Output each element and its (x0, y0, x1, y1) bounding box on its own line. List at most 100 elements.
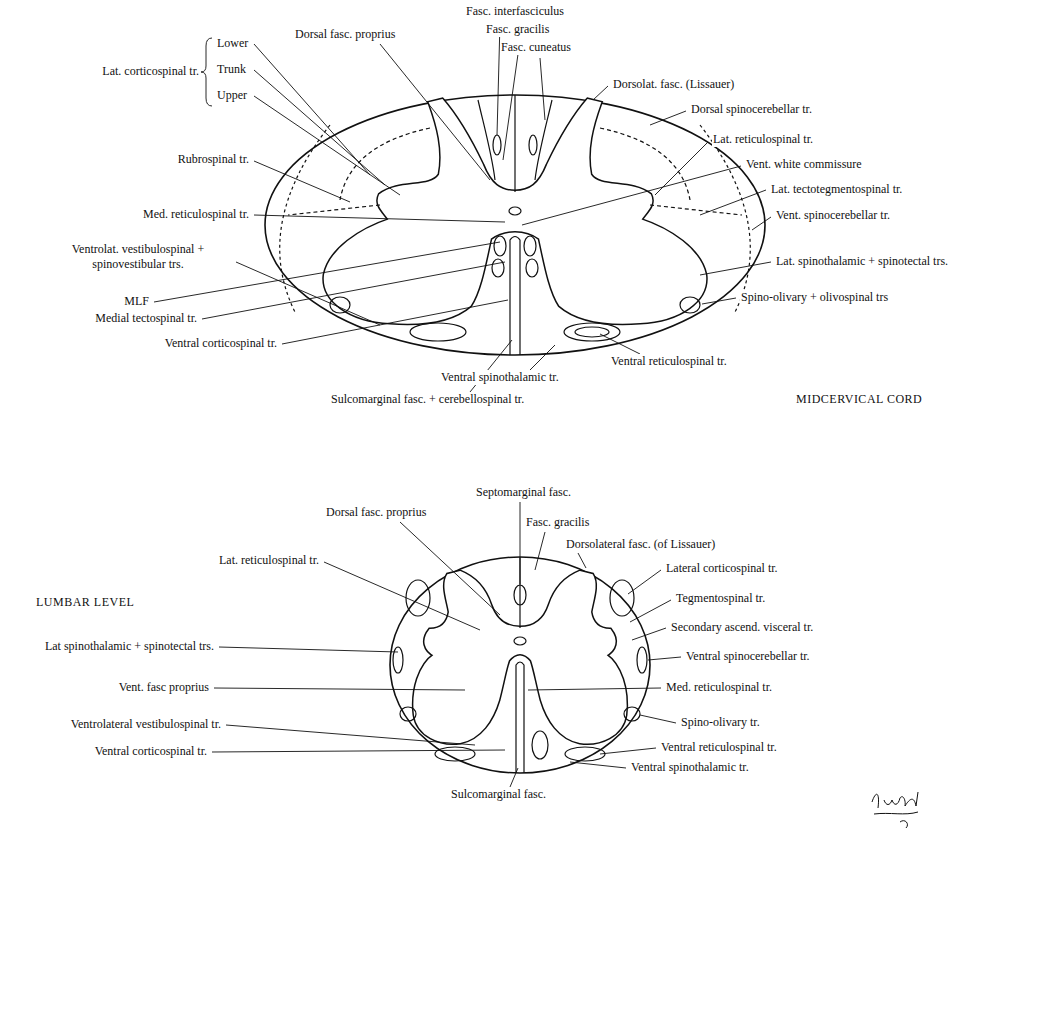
leader-line (570, 762, 626, 768)
gray-matter (325, 100, 515, 323)
leader-line (600, 748, 656, 754)
tract-label: Fasc. cuneatus (500, 40, 572, 55)
rubrospinal-boundary (288, 205, 380, 215)
leader-line (628, 570, 661, 594)
leader-line (520, 502, 521, 584)
tract-label: Fasc. gracilis (525, 515, 590, 530)
vestibulospinal-oval (400, 707, 416, 721)
ventral-fissure (510, 237, 520, 356)
gray-matter (515, 100, 705, 323)
tract-label: Vent. fasc proprius (118, 680, 210, 695)
central-canal (514, 637, 526, 645)
leader-line (540, 58, 545, 120)
interfascicular-oval (529, 135, 537, 155)
tract-label: Secondary ascend. visceral tr. (670, 620, 814, 635)
tract-label: Med. reticulospinal tr. (142, 207, 250, 222)
leader-line (214, 688, 465, 690)
leader-line (530, 345, 555, 370)
leader-line (702, 298, 736, 304)
leader-line (650, 111, 686, 125)
tract-label: Tegmentospinal tr. (675, 591, 766, 606)
leader-line (380, 44, 490, 180)
mlf-oval (524, 236, 536, 256)
leader-line (593, 86, 608, 100)
ventral-reticulospinal-oval (565, 747, 605, 761)
tract-label: Lat. reticulospinal tr. (218, 553, 320, 568)
ventral-oval (410, 323, 466, 341)
ventral-reticulospinal-oval (564, 323, 620, 341)
gray-matter-fill (515, 100, 705, 323)
tract-label: Ventrolateral vestibulospinal tr. (70, 717, 222, 732)
level-title: MIDCERVICAL CORD (795, 392, 923, 407)
tract-label: Rubrospinal tr. (177, 152, 250, 167)
tract-label: Fasc. interfasciculus (465, 4, 565, 19)
dorsal-median-septum (514, 95, 515, 192)
tract-label: Ventral spinocerebellar tr. (685, 649, 811, 664)
septomarginal-oval (514, 585, 526, 605)
level-title: LUMBAR LEVEL (35, 595, 135, 610)
tectospinal-oval (526, 259, 538, 277)
reticulospinal-oval (406, 580, 430, 616)
leader-line (254, 96, 400, 195)
leader-line (578, 553, 586, 568)
leader-line (528, 688, 661, 690)
leader-line (254, 161, 350, 202)
tract-label: Ventral corticospinal tr. (164, 336, 278, 351)
spinothalamic-oval (393, 647, 403, 673)
leader-line (600, 334, 640, 354)
leader-line (219, 647, 398, 652)
leader-line (324, 562, 480, 630)
tract-label: Lateral corticospinal tr. (665, 561, 779, 576)
lumbar-gray-right (520, 572, 647, 761)
tract-label: Spino-olivary + olivospinal trs (740, 290, 889, 305)
leader-line (282, 300, 508, 344)
gray-matter-fill (325, 100, 515, 323)
subdivision-label: Upper (216, 88, 248, 103)
leader-line (510, 768, 518, 787)
leader-line (700, 262, 771, 275)
tract-label: Dorsal fasc. proprius (325, 505, 427, 520)
tract-label: Ventrolat. vestibulospinal + spinovestib… (42, 242, 234, 272)
ventral-corticospinal-oval (532, 731, 548, 759)
spinocerebellar-boundary (700, 125, 750, 312)
tract-label: Vent. white commissure (745, 157, 863, 172)
cord-outline (265, 95, 765, 355)
tract-label: Med. reticulospinal tr. (665, 680, 773, 695)
cervical-gray-left (280, 100, 515, 341)
leader-line (522, 166, 741, 225)
leader-line (700, 190, 766, 215)
lumbar-cord (390, 557, 650, 773)
tract-label: Septomarginal fasc. (475, 485, 572, 500)
tectospinal-oval (492, 259, 504, 277)
leader-line (254, 70, 385, 185)
tract-label: Dorsal spinocerebellar tr. (690, 102, 813, 117)
tract-label: Ventral reticulospinal tr. (660, 740, 778, 755)
tract-label: Ventral spinothalamic tr. (440, 370, 560, 385)
leader-line (202, 262, 505, 319)
subdivision-label: Trunk (216, 62, 247, 77)
ventral-fissure (516, 662, 524, 773)
cervical-cord (265, 95, 765, 355)
spino-olivary-oval (680, 297, 700, 313)
leader-line (632, 628, 666, 640)
corticospinal-oval (610, 580, 634, 616)
tract-label: Ventral spinothalamic tr. (630, 760, 750, 775)
bracket (201, 38, 212, 106)
leader-line (752, 217, 771, 230)
tract-label: Dorsolateral fasc. (of Lissauer) (565, 537, 716, 552)
tract-label: Lat spinothalamic + spinotectal trs. (44, 639, 215, 654)
tract-label: Ventral corticospinal tr. (94, 744, 208, 759)
leader-line (640, 715, 676, 723)
tract-label: Lat. tectotegmentospinal tr. (770, 182, 903, 197)
tract-label: Ventral reticulospinal tr. (610, 354, 728, 369)
leader-line (254, 44, 370, 175)
tract-label: Dorsal fasc. proprius (294, 27, 396, 42)
leader-line (630, 600, 671, 622)
corticospinal-boundary (600, 128, 690, 200)
spinocerebellar-oval (637, 647, 647, 673)
leader-line (648, 657, 681, 660)
tract-label: Spino-olivary tr. (680, 715, 761, 730)
leader-line (226, 725, 475, 745)
tract-label: Fasc. gracilis (485, 22, 550, 37)
